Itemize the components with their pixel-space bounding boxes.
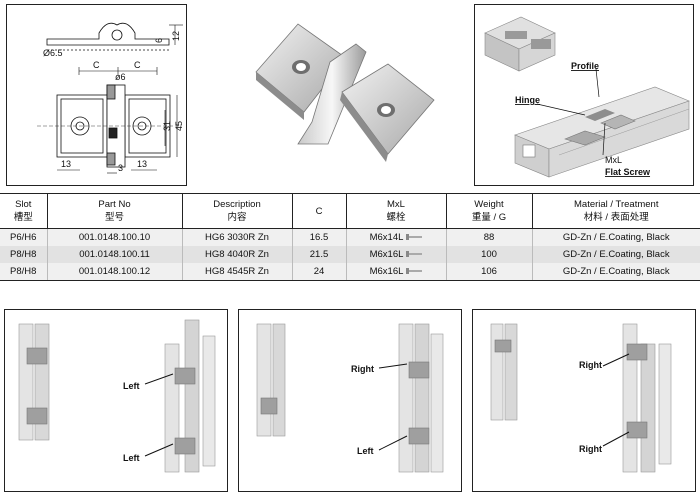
cell-material: GD-Zn / E.Coating, Black <box>531 263 700 281</box>
label-profile: Profile <box>571 61 599 71</box>
dim-d6: ø6 <box>115 72 126 82</box>
main-profile-illustration <box>514 86 690 178</box>
usage-label-right-top: Right <box>351 364 374 374</box>
usage-panel-3: Right Right <box>472 309 696 492</box>
usage-label-right-top: Right <box>579 360 602 370</box>
hinge-render-svg <box>255 23 435 162</box>
profile-pair-closed <box>256 323 286 437</box>
side-view <box>46 22 170 51</box>
cell-mxl: M6x16L <box>345 263 446 281</box>
usage-illustration-1: Left Left <box>18 319 216 473</box>
profile-pair-open <box>398 323 444 473</box>
cell-slot: P8/H8 <box>0 246 47 263</box>
cell-part-no: 001.0148.100.11 <box>46 246 182 263</box>
usage-illustration-3: Right Right <box>490 323 672 473</box>
cell-description: HG6 3030R Zn <box>181 228 292 246</box>
cell-mxl: M6x14L <box>345 228 446 246</box>
profile-pair-closed <box>490 323 518 421</box>
technical-drawing-panel: Ø6.5 6 12 C C ø6 31 <box>6 4 187 186</box>
dim-h6: 6 <box>154 38 164 43</box>
hinge-render <box>238 4 438 186</box>
cell-weight: 100 <box>445 246 532 263</box>
cell-slot: P6/H6 <box>0 228 47 246</box>
profile-pair-open <box>622 323 672 473</box>
usage-panel-1: Left Left <box>4 309 228 492</box>
cell-c: 21.5 <box>291 246 346 263</box>
dim-h45: 45 <box>174 121 184 131</box>
header-c: C <box>291 193 346 229</box>
profile-pair-open <box>164 319 216 473</box>
dim-w13a: 13 <box>61 159 71 169</box>
cell-description: HG8 4040R Zn <box>181 246 292 263</box>
cell-mxl: M6x16L <box>345 246 446 263</box>
label-mxl: MxL <box>605 155 622 165</box>
usage-label-left-bottom: Left <box>123 453 140 463</box>
dim-c-right: C <box>134 60 141 70</box>
dim-d65: Ø6.5 <box>43 48 63 58</box>
cell-part-no: 001.0148.100.12 <box>46 263 182 281</box>
usage-label-left-top: Left <box>123 381 140 391</box>
dim-w3: 3 <box>118 163 123 173</box>
usage-label-left-bottom: Left <box>357 446 374 456</box>
dim-h31: 31 <box>162 121 172 131</box>
technical-drawing: Ø6.5 6 12 C C ø6 31 <box>37 22 184 174</box>
small-profile-illustration <box>484 16 556 72</box>
table-row: P8/H8 001.0148.100.12 HG8 4545R Zn 24 M6… <box>0 263 700 281</box>
table-row: P8/H8 001.0148.100.11 HG8 4040R Zn 21.5 … <box>0 246 700 263</box>
cell-c: 24 <box>291 263 346 281</box>
cell-slot: P8/H8 <box>0 263 47 281</box>
usage-illustration-2: Right Left <box>256 323 444 473</box>
cell-material: GD-Zn / E.Coating, Black <box>531 246 700 263</box>
assembly-panel: Profile Hinge MxL Flat Screw <box>474 4 694 186</box>
usage-label-right-bottom: Right <box>579 444 602 454</box>
dim-c-left: C <box>93 60 100 70</box>
usage-panel-2: Right Left <box>238 309 462 492</box>
label-flat-screw: Flat Screw <box>605 167 651 177</box>
profile-pair-closed <box>18 323 50 441</box>
screw-icon <box>406 234 423 241</box>
dim-w13b: 13 <box>137 159 147 169</box>
cell-description: HG8 4545R Zn <box>181 263 292 281</box>
cell-weight: 88 <box>445 228 532 246</box>
cell-weight: 106 <box>445 263 532 281</box>
screw-icon <box>406 268 423 275</box>
cell-c: 16.5 <box>291 228 346 246</box>
table-row: P6/H6 001.0148.100.10 HG6 3030R Zn 16.5 … <box>0 228 700 246</box>
dim-h12: 12 <box>171 31 181 41</box>
cell-material: GD-Zn / E.Coating, Black <box>531 228 700 246</box>
cell-part-no: 001.0148.100.10 <box>46 228 182 246</box>
assembly-svg: Profile Hinge MxL Flat Screw <box>484 16 690 178</box>
screw-icon <box>406 251 423 258</box>
label-hinge: Hinge <box>515 95 540 105</box>
